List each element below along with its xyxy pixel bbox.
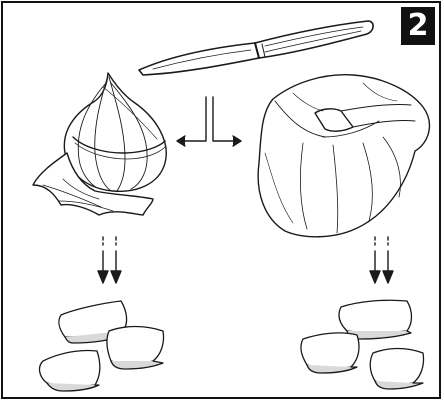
knife-icon bbox=[139, 21, 373, 75]
instruction-illustration bbox=[3, 3, 441, 399]
onion-icon bbox=[33, 73, 166, 215]
down-arrows-icon bbox=[370, 237, 393, 283]
pepper-slices-icon bbox=[301, 300, 424, 389]
split-arrow-icon bbox=[177, 97, 241, 146]
bell-pepper-icon bbox=[258, 75, 429, 237]
down-arrows-icon bbox=[98, 237, 121, 283]
onion-slices-icon bbox=[40, 301, 164, 391]
